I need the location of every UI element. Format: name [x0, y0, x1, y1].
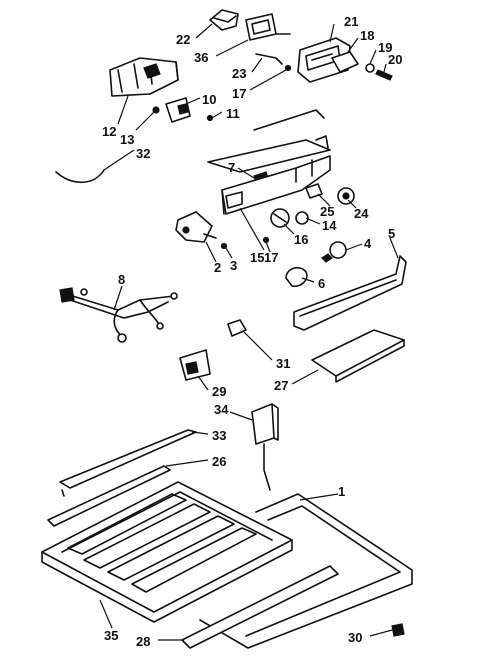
part-30-screw — [391, 623, 405, 637]
leader-lines — [99, 23, 399, 641]
callout-17-lower: 17 — [264, 250, 278, 265]
callout-36: 36 — [194, 50, 208, 65]
callout-7: 7 — [228, 160, 235, 175]
callout-23: 23 — [232, 66, 246, 81]
callout-15: 15 — [250, 250, 264, 265]
callout-21: 21 — [344, 14, 358, 29]
bracket-rear — [207, 109, 331, 173]
callout-30: 30 — [348, 630, 362, 645]
callout-2: 2 — [214, 260, 221, 275]
part-2-damper — [175, 211, 217, 243]
callout-35: 35 — [104, 628, 118, 643]
callout-26: 26 — [212, 454, 226, 469]
part-6-lens — [285, 266, 308, 288]
part-31-connector — [227, 319, 247, 337]
part-22-knob — [209, 9, 239, 31]
part-20-screw — [375, 69, 393, 81]
callout-5: 5 — [388, 226, 395, 241]
callout-1: 1 — [338, 484, 345, 499]
part-13-screw — [152, 106, 160, 114]
callout-29: 29 — [212, 384, 226, 399]
callout-18: 18 — [360, 28, 374, 43]
part-5-light-shield — [293, 255, 407, 331]
part-35-shelf — [41, 481, 293, 623]
callout-12: 12 — [102, 124, 116, 139]
part-36-bracket — [245, 13, 291, 41]
callout-14: 14 — [322, 218, 337, 233]
callout-19: 19 — [378, 40, 392, 55]
part-23-clip — [255, 53, 283, 65]
part-3-screw — [220, 242, 228, 250]
part-1-frame — [199, 493, 413, 649]
callout-27: 27 — [274, 378, 288, 393]
callout-28: 28 — [136, 634, 150, 649]
callout-22: 22 — [176, 32, 190, 47]
part-28-trim — [181, 565, 339, 649]
part-26-rail — [47, 465, 171, 527]
callout-4: 4 — [364, 236, 372, 251]
part-27-cover — [311, 329, 405, 383]
part-19-screw — [365, 63, 375, 73]
part-4-bulb — [321, 241, 347, 263]
callout-20: 20 — [388, 52, 402, 67]
callout-24: 24 — [354, 206, 369, 221]
part-14-knob — [295, 211, 309, 225]
part-34-junction-box — [251, 403, 279, 491]
part-11-screw — [206, 114, 214, 122]
part-29-bracket — [179, 349, 211, 381]
part-17-screw-lower — [262, 236, 270, 244]
part-12-socket-bracket — [109, 57, 179, 97]
part-24-thermostat — [337, 187, 355, 205]
callout-8: 8 — [118, 272, 125, 287]
part-8-wire-harness — [59, 287, 178, 343]
callout-33: 33 — [212, 428, 226, 443]
part-18-socket — [331, 51, 359, 73]
callout-16: 16 — [294, 232, 308, 247]
callout-25: 25 — [320, 204, 334, 219]
callout-6: 6 — [318, 276, 325, 291]
callout-10: 10 — [202, 92, 216, 107]
callout-32: 32 — [136, 146, 150, 161]
part-16-dial — [270, 208, 290, 228]
callout-11: 11 — [226, 106, 240, 121]
part-17-screw-upper — [284, 64, 292, 72]
callout-13: 13 — [120, 132, 134, 147]
callout-34: 34 — [214, 402, 229, 417]
part-15-control-housing — [221, 155, 331, 215]
part-32-wire — [55, 169, 105, 184]
callout-17-upper: 17 — [232, 86, 246, 101]
callout-31: 31 — [276, 356, 290, 371]
callout-3: 3 — [230, 258, 237, 273]
part-10-switch — [165, 97, 191, 123]
